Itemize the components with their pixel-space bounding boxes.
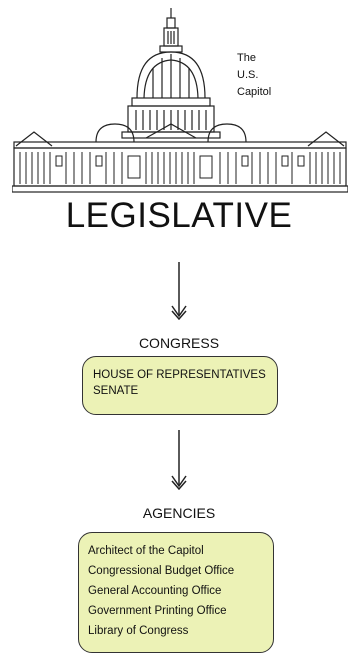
agency-item: Architect of the Capitol: [88, 545, 204, 557]
agencies-box: Architect of the Capitol Congressional B…: [78, 532, 274, 653]
branch-title: LEGISLATIVE: [65, 196, 293, 235]
agency-item: General Accounting Office: [88, 585, 222, 597]
congress-label: CONGRESS: [138, 335, 220, 351]
agency-item: Government Printing Office: [88, 605, 227, 617]
agencies-label: AGENCIES: [142, 505, 216, 521]
agency-item: Congressional Budget Office: [88, 565, 235, 577]
down-arrow-icon: [171, 430, 187, 490]
congress-item: HOUSE OF REPRESENTATIVES: [93, 369, 266, 381]
capitol-label-line: Capitol: [237, 86, 272, 98]
capitol-label: The U.S. Capitol: [237, 50, 307, 101]
capitol-building-icon: [12, 8, 348, 193]
capitol-label-line: The: [237, 52, 256, 64]
agency-item: Library of Congress: [88, 625, 189, 637]
congress-box: HOUSE OF REPRESENTATIVES SENATE: [82, 356, 278, 415]
capitol-label-line: U.S.: [237, 69, 259, 81]
congress-item: SENATE: [93, 385, 139, 397]
down-arrow-icon: [171, 262, 187, 320]
